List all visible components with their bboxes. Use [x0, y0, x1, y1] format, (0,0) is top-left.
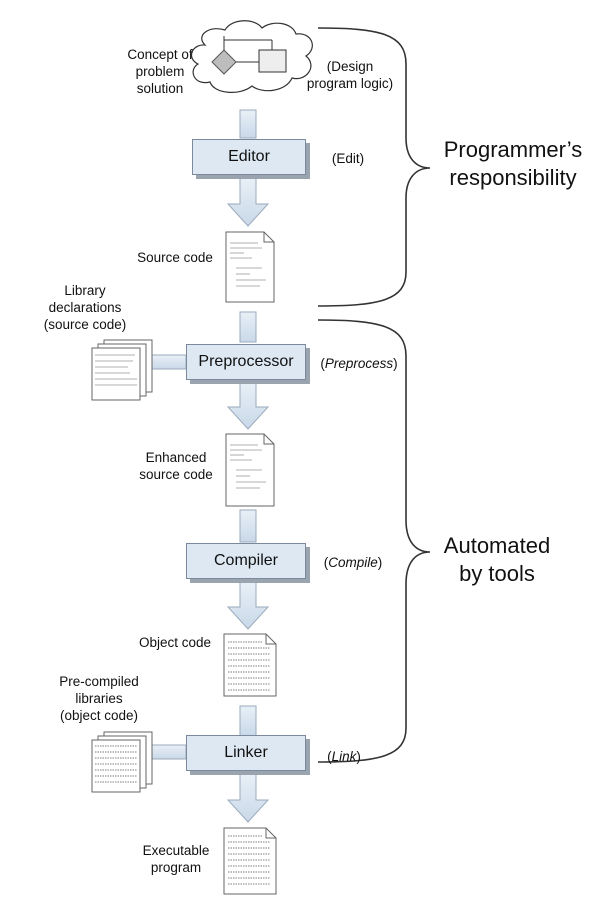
- design-label: (Design program logic): [306, 59, 394, 91]
- preprocessor-box: Preprocessor: [186, 344, 306, 380]
- arrow-precompiled-to-linker: [151, 744, 187, 760]
- automated-brace: [317, 319, 431, 763]
- object-code-label: Object code: [138, 635, 212, 650]
- linker-label: Linker: [224, 744, 268, 761]
- arrow-linker-to-executable: [226, 773, 270, 823]
- executable-label: Executable program: [142, 843, 210, 875]
- edit-label-text: Edit: [336, 151, 360, 166]
- concept-label: Concept of problem solution: [127, 47, 193, 96]
- compiler-label: Compiler: [213, 552, 278, 569]
- editor-box: Editor: [192, 139, 306, 175]
- edit-label: (Edit): [331, 151, 365, 166]
- arrow-compiler-to-object: [226, 580, 270, 630]
- preprocessor-label: Preprocessor: [198, 353, 294, 370]
- programmer-responsibility-label: Programmer’s responsibility: [443, 137, 583, 190]
- library-declarations-label: Library declarations (source code): [43, 283, 127, 332]
- library-declarations-stack-icon: [91, 339, 153, 401]
- arrow-library-to-preprocessor: [151, 354, 187, 370]
- arrow-cloud-to-editor: [239, 109, 257, 139]
- object-code-doc-icon: [223, 633, 277, 697]
- preprocess-label: (Preprocess): [320, 356, 398, 371]
- arrow-source-to-preprocessor: [239, 311, 257, 343]
- precompiled-libraries-stack-icon: [91, 731, 153, 793]
- arrow-enhanced-to-compiler: [239, 509, 257, 543]
- enhanced-source-label: Enhanced source code: [139, 450, 213, 482]
- arrow-object-to-linker: [239, 705, 257, 737]
- preprocess-label-text: Preprocess: [324, 356, 394, 371]
- arrow-editor-to-source: [226, 177, 270, 227]
- arrow-preprocessor-to-enhanced: [226, 380, 270, 430]
- link-label: (Link): [327, 749, 361, 764]
- precompiled-libraries-label: Pre-compiled libraries (object code): [59, 674, 139, 723]
- automated-by-tools-label: Automated by tools: [443, 533, 551, 586]
- compile-label-text: Compile: [328, 555, 378, 570]
- enhanced-source-doc-icon: [225, 433, 275, 507]
- compiler-box: Compiler: [186, 543, 306, 579]
- programmer-brace: [317, 27, 431, 307]
- executable-doc-icon: [223, 827, 277, 895]
- linker-box: Linker: [186, 735, 306, 771]
- editor-label: Editor: [228, 148, 270, 165]
- source-code-doc-icon: [225, 231, 275, 303]
- source-code-label: Source code: [137, 250, 213, 265]
- cloud-icon: [190, 20, 313, 93]
- compile-label: (Compile): [323, 555, 383, 570]
- link-label-text: Link: [331, 749, 357, 764]
